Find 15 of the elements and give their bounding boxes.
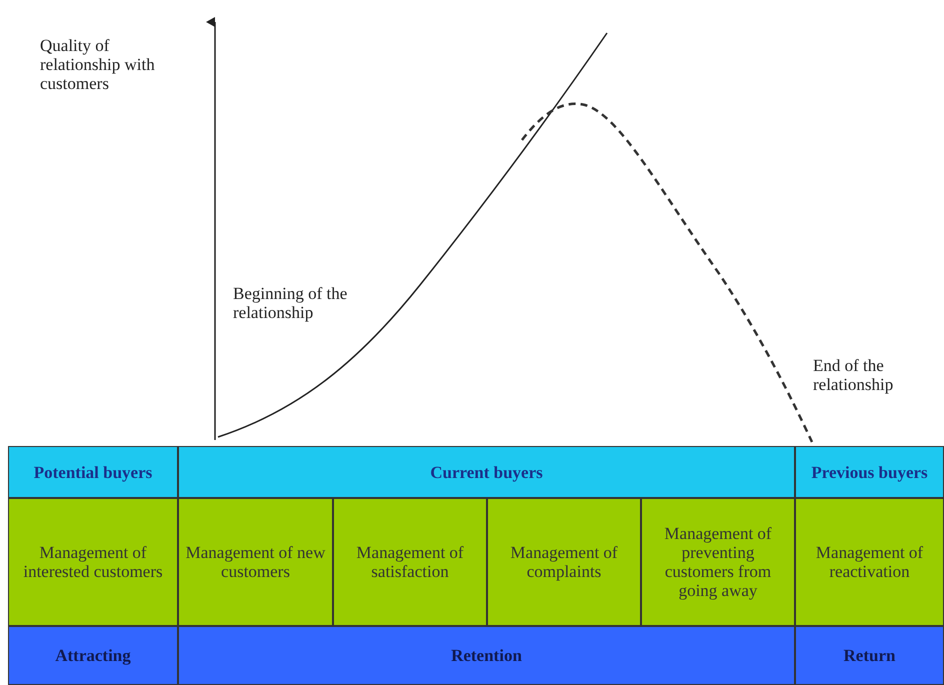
management-cell: Management of complaints <box>487 498 641 626</box>
phase-cell: Return <box>795 626 944 685</box>
management-cell: Management of new customers <box>178 498 333 626</box>
buyer-group-header: Previous buyers <box>795 446 944 498</box>
buyer-group-header: Potential buyers <box>8 446 178 498</box>
curve-annotation: Beginning of the relationship <box>233 284 348 322</box>
management-cell: Management of satisfaction <box>333 498 487 626</box>
management-cell: Management of reactivation <box>795 498 944 626</box>
axis-label: Quality of relationship with customers <box>40 36 156 93</box>
management-cell: Management of preventing customers from going away <box>641 498 795 626</box>
curve-annotation: End of the relationship <box>813 356 894 394</box>
management-cell: Management of interested customers <box>8 498 178 626</box>
phase-cell: Retention <box>178 626 795 685</box>
buyer-group-header: Current buyers <box>178 446 795 498</box>
phase-cell: Attracting <box>8 626 178 685</box>
